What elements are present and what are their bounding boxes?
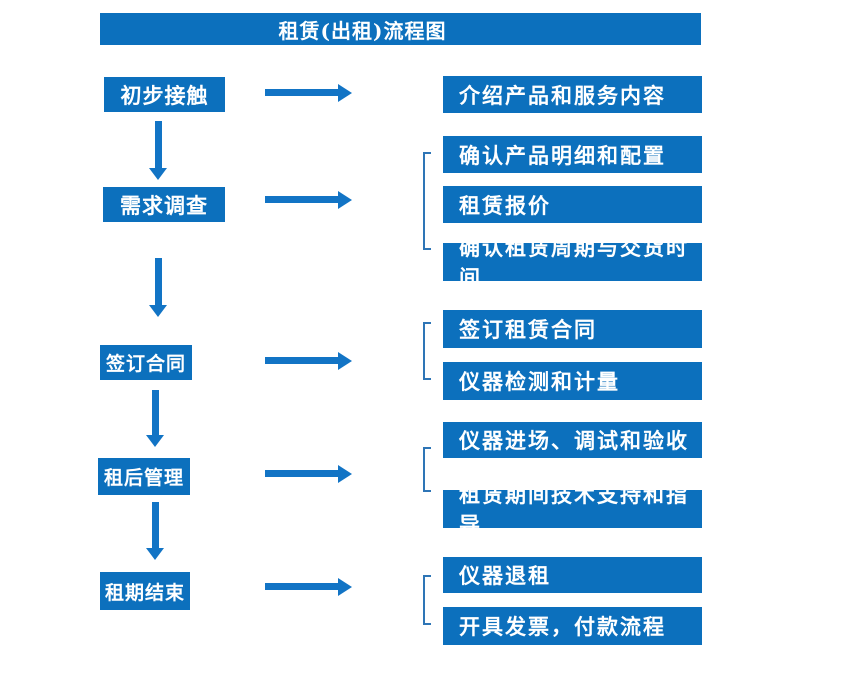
right-arrow-icon (265, 352, 352, 370)
detail-box-instrument-testing: 仪器检测和计量 (443, 362, 702, 400)
detail-box-instrument-installation: 仪器进场、调试和验收 (443, 422, 702, 458)
down-arrow-icon (146, 502, 164, 560)
right-arrow-head (338, 352, 352, 370)
down-arrow-icon (146, 390, 164, 447)
right-arrow-shaft (265, 470, 339, 477)
detail-box-invoice-payment: 开具发票，付款流程 (443, 607, 702, 645)
right-arrow-icon (265, 578, 352, 596)
step-box-post-rental-management: 租后管理 (98, 458, 190, 495)
detail-box-sign-rental-contract: 签订租赁合同 (443, 310, 702, 348)
down-arrow-shaft (154, 258, 162, 305)
down-arrow-icon (149, 258, 167, 317)
bracket-icon (423, 447, 431, 492)
right-arrow-shaft (265, 583, 339, 590)
detail-box-confirm-rental-period: 确认租赁周期与交货时间 (443, 235, 702, 290)
bracket-icon (423, 322, 431, 380)
right-arrow-icon (265, 191, 352, 209)
down-arrow-icon (149, 121, 167, 180)
down-arrow-head (149, 305, 167, 317)
detail-box-confirm-product-details: 确认产品明细和配置 (443, 136, 702, 173)
bracket-icon (423, 575, 431, 625)
step-box-sign-contract: 签订合同 (100, 345, 192, 380)
right-arrow-icon (265, 465, 352, 483)
down-arrow-head (146, 435, 164, 447)
detail-box-rental-quotation: 租赁报价 (443, 186, 702, 223)
right-arrow-shaft (265, 196, 339, 203)
step-box-lease-end: 租期结束 (100, 572, 190, 610)
detail-box-technical-support: 租赁期间技术支持和指导 (443, 482, 702, 537)
down-arrow-shaft (154, 121, 162, 168)
diagram-title-bar: 租赁(出租)流程图 (100, 13, 701, 45)
down-arrow-head (149, 168, 167, 180)
down-arrow-head (146, 548, 164, 560)
right-arrow-shaft (265, 357, 339, 364)
step-box-initial-contact: 初步接触 (104, 77, 225, 112)
right-arrow-head (338, 84, 352, 102)
detail-box-introduce-products: 介绍产品和服务内容 (443, 76, 702, 113)
diagram-title: 租赁(出租)流程图 (278, 18, 447, 43)
detail-box-instrument-return: 仪器退租 (443, 557, 702, 593)
right-arrow-head (338, 191, 352, 209)
bracket-icon (423, 152, 431, 250)
down-arrow-shaft (151, 502, 159, 548)
right-arrow-head (338, 465, 352, 483)
right-arrow-head (338, 578, 352, 596)
right-arrow-shaft (265, 89, 339, 96)
right-arrow-icon (265, 84, 352, 102)
step-box-demand-survey: 需求调查 (103, 187, 225, 222)
down-arrow-shaft (151, 390, 159, 435)
